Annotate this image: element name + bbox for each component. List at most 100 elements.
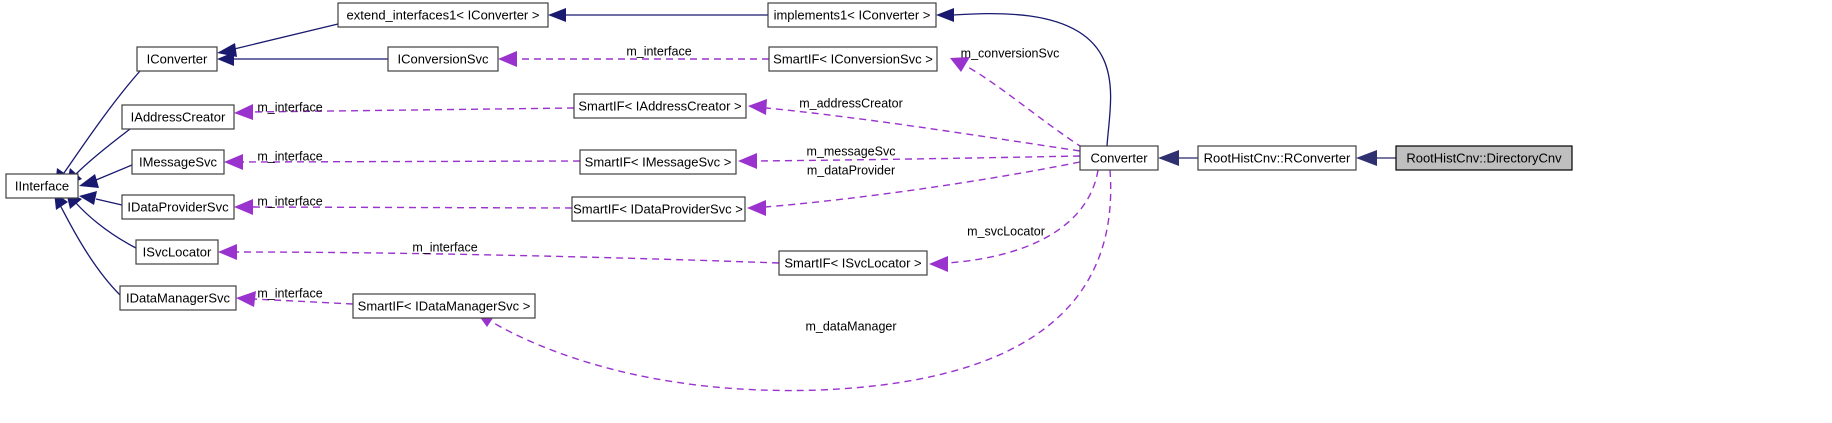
node-label-extend-interfaces1: extend_interfaces1< IConverter > [347,7,540,22]
arrowhead-idataprovidersvc-usage [234,199,253,215]
node-box-idatamanagersvc[interactable] [119,285,237,311]
node-box-smartif-dataprovidersvc[interactable] [571,196,746,222]
arrowhead-iaddresscreator-usage [234,104,253,120]
nodes: IInterface IConverter IAddressCreator IM… [5,2,1573,319]
edge-smartif-addresscreator-to-iaddresscreator [251,107,575,113]
node-box-smartif-svclocator[interactable] [778,250,928,276]
node-label-idatamanagersvc: IDataManagerSvc [126,290,231,305]
node-iconversionsvc[interactable]: IConversionSvc [387,46,499,72]
edge-iaddresscreator-to-iinterface [75,128,131,175]
edge-extend-interfaces1-to-iconverter [229,23,339,51]
edge-smartif-datamanager-to-idatamanagersvc [253,298,354,305]
node-implements1[interactable]: implements1< IConverter > [767,2,937,28]
edge-imessagesvc-to-iinterface [95,164,133,181]
arrowhead-smartif-conversionsvc [950,57,970,72]
node-box-isvclocator[interactable] [135,239,219,265]
arrowhead-iconverter-b [217,52,234,66]
edge-smartif-svclocator-to-isvclocator [235,251,780,264]
node-smartif-svclocator[interactable]: SmartIF< ISvcLocator > [778,250,928,276]
edge-smartif-messagesvc-to-imessagesvc [241,160,581,163]
edge-labels: m_interface m_interface m_interface m_in… [257,44,1059,333]
arrowhead-iinterface-d [79,191,97,205]
node-smartif-datamanagersvc[interactable]: SmartIF< IDataManagerSvc > [352,293,536,319]
node-imessagesvc[interactable]: IMessageSvc [131,149,225,175]
arrowhead-converter [1158,150,1179,166]
edge-label-m-addresscreator: m_addressCreator [799,96,903,110]
node-roothistcnv-directorycnv[interactable]: RootHistCnv::DirectoryCnv [1395,145,1573,171]
arrowhead-smartif-messagesvc [738,153,757,169]
node-iinterface[interactable]: IInterface [5,173,79,199]
node-label-iaddresscreator: IAddressCreator [131,109,226,124]
node-box-iconversionsvc[interactable] [387,46,499,72]
node-roothistcnv-rconverter[interactable]: RootHistCnv::RConverter [1197,145,1357,171]
arrowhead-smartif-addresscreator [748,99,767,115]
node-label-smartif-dataprovidersvc: SmartIF< IDataProviderSvc > [573,201,743,216]
node-extend-interfaces1[interactable]: extend_interfaces1< IConverter > [337,2,549,28]
edge-idataprovidersvc-to-iinterface [95,198,123,206]
node-iconverter[interactable]: IConverter [136,46,218,72]
node-box-smartif-conversionsvc[interactable] [768,46,938,72]
edge-label-m-interface-addresscreator: m_interface [257,100,322,114]
edge-converter-to-smartif-svclocator [946,169,1099,264]
node-smartif-conversionsvc[interactable]: SmartIF< IConversionSvc > [768,46,938,72]
edge-label-m-conversionsvc: m_conversionSvc [961,46,1060,60]
edge-iconverter-to-iinterface [63,70,141,174]
arrowhead-extend-interfaces1 [548,8,566,22]
node-label-iconverter: IConverter [147,51,208,66]
node-label-iinterface: IInterface [15,178,69,193]
edge-converter-to-implements1 [952,12,1112,147]
arrowhead-rconverter [1356,150,1377,166]
node-smartif-messagesvc[interactable]: SmartIF< IMessageSvc > [579,149,737,175]
edge-isvclocator-to-iinterface [75,202,137,249]
node-box-iconverter[interactable] [136,46,218,72]
edge-converter-to-smartif-conversionsvc [965,65,1084,149]
inheritance-edges [54,8,1396,296]
edge-converter-to-smartif-messagesvc [755,155,1081,162]
node-smartif-addresscreator[interactable]: SmartIF< IAddressCreator > [573,93,747,119]
edge-label-m-interface-messagesvc: m_interface [257,149,322,163]
node-label-converter: Converter [1090,150,1148,165]
node-label-implements1: implements1< IConverter > [774,7,931,22]
edge-smartif-dataprovider-to-idataprovidersvc [251,206,573,209]
node-smartif-dataprovidersvc[interactable]: SmartIF< IDataProviderSvc > [571,196,746,222]
edge-label-m-dataprovider: m_dataProvider [807,163,895,177]
node-box-roothistcnv-rconverter[interactable] [1197,145,1357,171]
edge-label-m-interface-conversionsvc: m_interface [626,44,691,58]
node-label-smartif-addresscreator: SmartIF< IAddressCreator > [578,98,741,113]
node-box-smartif-datamanagersvc[interactable] [352,293,536,319]
node-box-smartif-addresscreator[interactable] [573,93,747,119]
node-box-smartif-messagesvc[interactable] [579,149,737,175]
arrowhead-idatamanagersvc-usage [236,291,256,307]
node-iaddresscreator[interactable]: IAddressCreator [121,104,235,130]
arrowhead-iconversionsvc-usage [498,51,517,67]
node-box-extend-interfaces1[interactable] [337,2,549,28]
node-box-roothistcnv-directorycnv[interactable] [1395,145,1573,171]
node-label-idataprovidersvc: IDataProviderSvc [127,199,229,214]
node-idataprovidersvc[interactable]: IDataProviderSvc [121,194,235,220]
node-converter[interactable]: Converter [1079,145,1159,171]
node-label-smartif-svclocator: SmartIF< ISvcLocator > [784,255,921,270]
node-box-converter[interactable] [1079,145,1159,171]
edge-label-m-svclocator: m_svcLocator [967,224,1045,238]
node-box-iaddresscreator[interactable] [121,104,235,130]
node-label-roothistcnv-rconverter: RootHistCnv::RConverter [1204,150,1351,165]
node-isvclocator[interactable]: ISvcLocator [135,239,219,265]
edge-label-m-datamanager: m_dataManager [805,319,896,333]
node-box-imessagesvc[interactable] [131,149,225,175]
node-label-isvclocator: ISvcLocator [143,244,212,259]
node-box-idataprovidersvc[interactable] [121,194,235,220]
edge-converter-to-smartif-datamanager [491,169,1112,392]
node-label-smartif-datamanagersvc: SmartIF< IDataManagerSvc > [358,298,531,313]
arrowhead-smartif-svclocator [929,256,948,272]
edge-converter-to-smartif-addresscreator [765,107,1081,152]
arrowhead-implements1 [936,8,954,22]
node-box-iinterface[interactable] [5,173,79,199]
edge-converter-to-smartif-dataprovider [764,161,1081,208]
node-idatamanagersvc[interactable]: IDataManagerSvc [119,285,237,311]
edge-idatamanagersvc-to-iinterface [59,204,121,296]
node-label-roothistcnv-directorycnv: RootHistCnv::DirectoryCnv [1406,150,1562,165]
node-box-implements1[interactable] [767,2,937,28]
arrowhead-smartif-dataprovider [747,200,766,216]
